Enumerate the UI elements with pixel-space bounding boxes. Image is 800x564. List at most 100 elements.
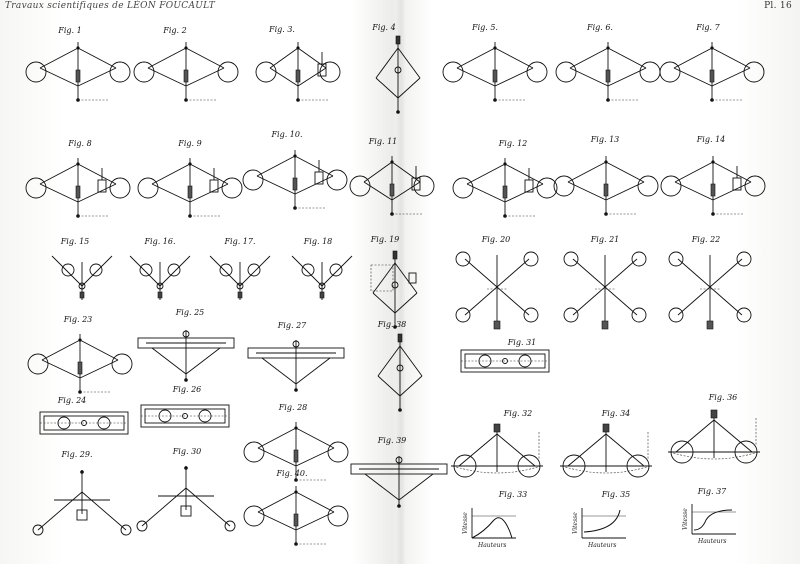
figure-drawing [137,158,243,218]
figure-label: Fig. 3. [268,25,295,34]
figure-drawing [660,156,766,216]
figure-label: Fig. 28 [278,403,308,412]
figure-label: Fig. 9 [177,139,201,148]
figure-fig-1: Fig. 1 [25,26,131,102]
figure-fig-14: Fig. 14 [660,135,766,216]
figure-label: Fig. 19 [370,235,400,244]
figure-drawing [560,423,652,478]
figure-fig-18: Fig. 18 [291,237,353,300]
figure-fig-32: Fig. 32 [451,409,543,478]
figure-label: Fig. 35 [601,490,631,499]
figure-label: Fig. 6. [586,23,613,32]
running-header: Travaux scientifiques de LÉON FOUCAULT [5,1,216,11]
figure-fig-34: Fig. 34 [560,409,652,478]
figure-fig-6: Fig. 6. [555,23,661,102]
figure-drawing [452,158,558,218]
graph-xlabel: Hauteurs [477,542,506,549]
figure-label: Fig. 20 [481,235,511,244]
figure-label: Fig. 2 [162,26,186,35]
figure-drawing [455,251,539,330]
figure-drawing [247,340,345,392]
figure-drawing [659,42,765,102]
figure-label: Fig. 38 [377,320,407,329]
graph-ylabel: Vitesse [572,512,579,534]
figure-drawing [553,156,659,216]
figure-label: Fig. 15 [60,237,90,246]
figure-label: Fig. 22 [691,235,721,244]
figure-label: Fig. 8 [67,139,91,148]
figure-label: Fig. 23 [63,315,93,324]
figure-drawing [291,255,353,300]
graph-ylabel: Vitesse [462,512,469,534]
figure-label: Fig. 4 [371,23,395,32]
figure-drawing [460,349,550,373]
figure-fig-13: Fig. 13 [553,135,659,216]
figure-label: Fig. 33 [498,490,528,499]
figure-label: Fig. 26 [172,385,202,394]
figure-label: Fig. 17. [223,237,255,246]
figure-fig-29: Fig. 29. [32,450,132,536]
figure-drawing [25,42,131,102]
figure-drawing [51,255,113,300]
figure-label: Fig. 7 [695,23,720,32]
figure-drawing [255,42,341,102]
figure-label: Fig. 24 [57,396,87,405]
figure-drawing [242,150,348,210]
figure-label: Fig. 16. [143,237,175,246]
figure-drawing [25,158,131,218]
figure-label: Fig. 25 [175,308,205,317]
figure-fig-4: Fig. 4 [371,23,421,114]
figure-label: Fig. 34 [601,409,631,418]
graph-ylabel: Vitesse [682,508,689,530]
figure-label: Fig. 12 [498,139,528,148]
figure-label: Fig. 21 [590,235,620,244]
figure-fig-20: Fig. 20 [455,235,539,330]
figure-drawing [27,334,133,394]
figure-fig-26: Fig. 26 [140,385,230,428]
figure-drawing [442,42,548,102]
figure-fig-19: Fig. 19 [370,235,418,329]
figure-fig-27: Fig. 27 [247,321,345,392]
figure-fig-7: Fig. 7 [659,23,765,102]
figure-drawing [136,466,236,532]
figure-fig-21: Fig. 21 [563,235,647,330]
figure-fig-5: Fig. 5. [442,23,548,102]
figure-drawing [39,411,129,435]
figure-fig-30: Fig. 30 [136,447,236,532]
figure-label: Fig. 10. [270,130,302,139]
figure-drawing [32,470,132,536]
figure-fig-28: Fig. 28 [243,403,349,482]
figure-drawing [370,250,418,329]
graph-xlabel: Hauteurs [697,538,726,545]
figure-label: Fig. 31 [507,338,537,347]
figure-fig-2: Fig. 2 [133,26,239,102]
figure-drawing [377,333,423,412]
figure-fig-38: Fig. 38 [377,320,423,412]
figure-label: Fig. 11 [368,137,398,146]
figure-fig-25: Fig. 25 [137,308,235,382]
figure-label: Fig. 27 [277,321,307,330]
figure-label: Fig. 30 [172,447,202,456]
figure-label: Fig. 1 [57,26,81,35]
figure-fig-8: Fig. 8 [25,139,131,218]
figure-label: Fig. 37 [697,487,727,496]
figure-label: Fig. 36 [708,393,738,402]
figure-fig-24: Fig. 24 [39,396,129,435]
figure-label: Fig. 13 [590,135,620,144]
figure-drawing [140,404,230,428]
figure-label: Fig. 29. [60,450,92,459]
figure-fig-39: Fig. 39 [350,436,448,508]
figure-fig-22: Fig. 22 [668,235,752,330]
figure-label: Fig. 18 [303,237,333,246]
figure-fig-12: Fig. 12 [452,139,558,218]
figure-drawing [668,409,760,464]
figure-drawing [129,255,191,300]
figure-drawing [243,422,349,482]
